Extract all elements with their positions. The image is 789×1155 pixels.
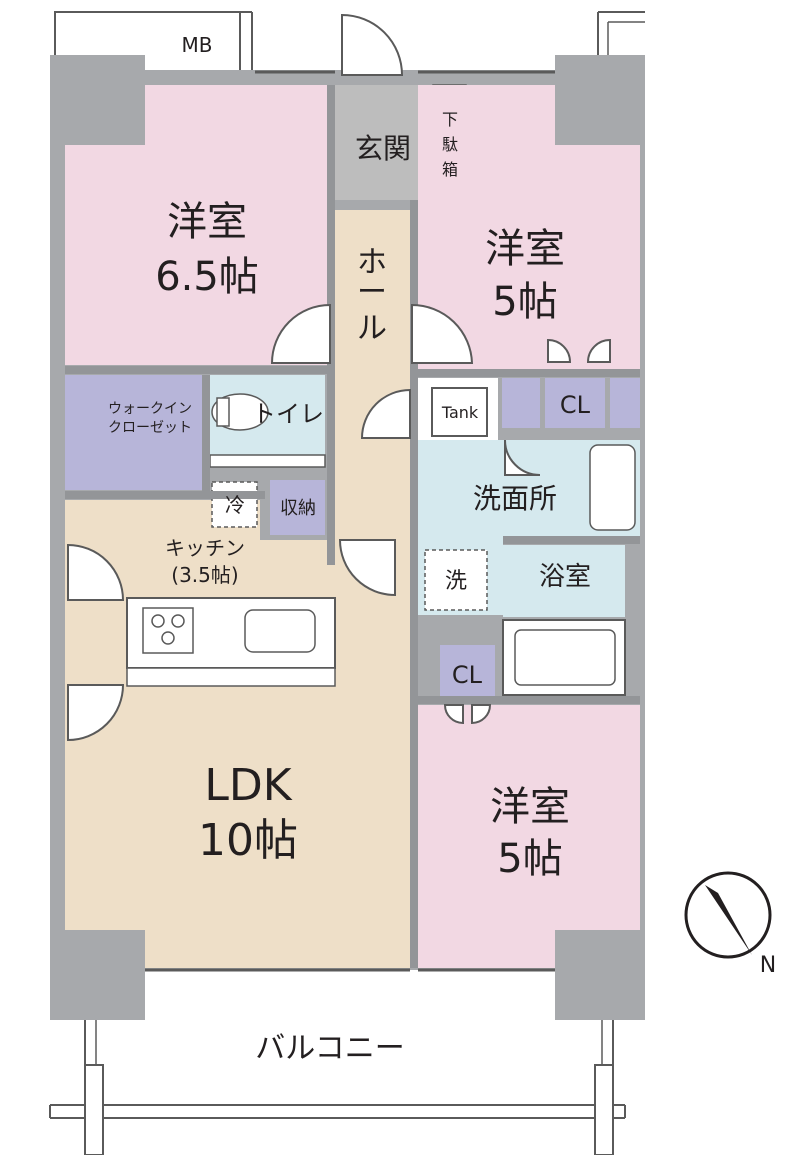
getabako-char-3: 箱 xyxy=(442,160,458,179)
balcony-label: バルコニー xyxy=(255,1031,404,1066)
bedroom-ne-name: 洋室 xyxy=(485,226,565,272)
cl-upper-label: CL xyxy=(560,391,591,419)
walkin-line-2: クローゼット xyxy=(108,420,192,436)
yokushitsu-label: 浴室 xyxy=(539,562,591,592)
wash-basin xyxy=(589,444,636,531)
mb-closet xyxy=(54,11,253,73)
bedroom-se-name: 洋室 xyxy=(490,784,570,830)
shuno-label: 収納 xyxy=(280,498,316,519)
bedroom-se-size: 5帖 xyxy=(497,836,562,882)
doors xyxy=(67,13,611,742)
tank-fixture xyxy=(431,387,488,437)
bedroom-ne-size: 5帖 xyxy=(492,279,557,325)
getabako-char-2: 駄 xyxy=(442,135,458,154)
bedroom-se xyxy=(418,705,640,968)
closet-strip-b xyxy=(610,378,640,428)
ldk-name: LDK xyxy=(204,760,292,811)
senmenjo-label: 洗面所 xyxy=(473,482,557,515)
toilet-fixture xyxy=(209,393,326,468)
windows xyxy=(145,70,555,972)
ldk-size: 10帖 xyxy=(198,815,298,866)
pillar-ne xyxy=(555,55,645,145)
bedroom-nw-size: 6.5帖 xyxy=(155,254,259,300)
pillar-sw xyxy=(50,930,145,1020)
hall-char-3: ル xyxy=(357,311,387,346)
cl-lower-label: CL xyxy=(452,661,483,689)
bathtub-inner xyxy=(514,629,616,686)
north-label: N xyxy=(760,953,776,978)
pillar-se xyxy=(555,930,645,1020)
top-right-stub xyxy=(597,11,645,55)
kitchen-counter xyxy=(126,597,336,687)
storage xyxy=(270,480,325,535)
washer-space xyxy=(424,549,488,611)
walkin-line-1: ウォークイン xyxy=(108,401,192,417)
sen-label: 洗 xyxy=(445,569,467,594)
cl-lower xyxy=(440,645,495,700)
kitchen-name: キッチン xyxy=(165,536,245,560)
getabako-char-1: 下 xyxy=(442,110,458,129)
bedroom-nw-name: 洋室 xyxy=(167,199,247,245)
hall-char-2: ー xyxy=(357,275,387,310)
mb-label: MB xyxy=(182,33,213,57)
tank-label: Tank xyxy=(441,403,479,422)
rei-label: 冷 xyxy=(225,493,245,517)
fridge-space xyxy=(211,481,258,528)
hall xyxy=(335,210,410,385)
kitchen-size: (3.5帖) xyxy=(171,563,238,587)
closet-strip-a xyxy=(502,378,540,428)
toilet-label: トイレ xyxy=(252,400,324,428)
entrance xyxy=(335,85,433,200)
bathroom xyxy=(503,545,625,617)
hall-char-1: ホ xyxy=(357,245,387,280)
pillar-nw xyxy=(50,55,145,145)
cl-upper xyxy=(545,378,605,428)
walk-in-closet xyxy=(65,375,202,490)
genkan-label: 玄関 xyxy=(355,132,411,165)
north-compass xyxy=(684,871,772,959)
